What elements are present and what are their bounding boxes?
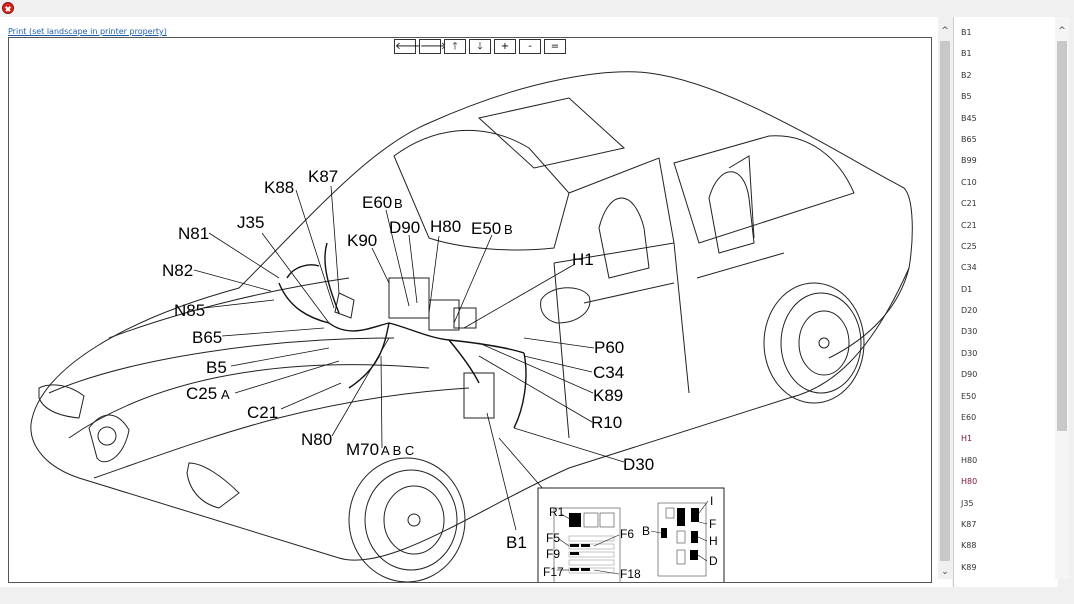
label-H1[interactable]: H1: [572, 250, 594, 269]
label-J35[interactable]: J35: [237, 213, 264, 232]
diagram-panel: Print (set landscape in printer property…: [0, 17, 952, 587]
fuse-label-R1: R1: [549, 505, 565, 519]
list-item[interactable]: D30: [961, 348, 978, 358]
list-item[interactable]: C10: [961, 177, 977, 187]
label-P60[interactable]: P60: [594, 338, 624, 357]
list-item[interactable]: C25: [961, 241, 977, 251]
zoom-in-button[interactable]: +: [494, 39, 516, 54]
label-E50-sub: B: [504, 222, 513, 237]
list-item[interactable]: K87: [961, 519, 977, 529]
list-item[interactable]: H80: [961, 455, 978, 465]
label-K88[interactable]: K88: [264, 178, 294, 197]
label-N82[interactable]: N82: [162, 261, 193, 280]
list-item[interactable]: B5: [961, 92, 972, 102]
list-item[interactable]: D30: [961, 327, 978, 337]
list-scroll-thumb[interactable]: [1057, 41, 1067, 431]
label-N81[interactable]: N81: [178, 224, 209, 243]
fuse-box-inset: R1 F5 F9 F17 F6 F18 B I F H D: [537, 487, 725, 582]
pan-right-button[interactable]: 🡒: [419, 39, 447, 54]
pan-down-button[interactable]: 🡓: [469, 39, 491, 54]
fuse-label-H: H: [709, 534, 718, 548]
navigation-toolbar: 🡐🡒🡑🡓+-=: [394, 39, 569, 54]
list-item[interactable]: D90: [961, 370, 978, 380]
fuse-label-F6: F6: [620, 527, 634, 541]
scroll-thumb[interactable]: [940, 41, 950, 561]
label-B65[interactable]: B65: [192, 328, 222, 347]
title-bar: [0, 0, 1074, 17]
list-item[interactable]: B1: [961, 28, 972, 37]
list-item[interactable]: C21: [961, 199, 977, 209]
list-item[interactable]: B1: [961, 49, 972, 59]
label-K89[interactable]: K89: [593, 386, 623, 405]
list-item[interactable]: E60: [961, 413, 977, 423]
list-item[interactable]: H1: [961, 434, 973, 444]
label-C34[interactable]: C34: [593, 363, 624, 382]
list-item[interactable]: E50: [961, 391, 977, 401]
list-item[interactable]: C21: [961, 220, 977, 230]
label-M70-sub: A B C: [381, 443, 414, 458]
scroll-up-icon[interactable]: ^: [941, 26, 949, 36]
diagram-scrollbar[interactable]: ^ ⌄: [938, 17, 952, 579]
scroll-down-icon[interactable]: ⌄: [941, 567, 949, 577]
leader-lines: [193, 185, 625, 531]
label-H80[interactable]: H80: [430, 217, 461, 236]
list-item[interactable]: B45: [961, 113, 977, 123]
fuse-label-I: I: [710, 494, 713, 508]
pan-up-button[interactable]: 🡑: [444, 39, 466, 54]
list-scroll-up-icon[interactable]: ^: [1058, 26, 1066, 36]
fuse-label-F17: F17: [543, 565, 564, 579]
zoom-out-button[interactable]: -: [519, 39, 541, 54]
label-R10[interactable]: R10: [591, 413, 622, 432]
label-K90[interactable]: K90: [347, 231, 377, 250]
label-E50[interactable]: E50: [471, 219, 501, 238]
label-N80[interactable]: N80: [301, 430, 332, 449]
label-C25[interactable]: C25: [186, 384, 217, 403]
fuse-label-F: F: [709, 517, 716, 531]
close-icon[interactable]: [2, 2, 14, 14]
pan-left-button[interactable]: 🡐: [394, 39, 422, 54]
diagram-canvas[interactable]: N81 N82 N85 B65 B5 C25 A C21 N80 M70 A B…: [8, 37, 932, 583]
label-C21[interactable]: C21: [247, 403, 278, 422]
label-N85[interactable]: N85: [174, 301, 205, 320]
status-bar: [0, 587, 1074, 604]
label-C25-sub: A: [221, 387, 230, 402]
label-M70[interactable]: M70: [346, 440, 379, 459]
label-B1[interactable]: B1: [506, 533, 527, 552]
label-E60-sub: B: [394, 196, 403, 211]
wiring-harness: [278, 242, 527, 429]
fuse-label-F18: F18: [620, 567, 641, 581]
label-D30[interactable]: D30: [623, 455, 654, 474]
fuse-label-F5: F5: [546, 531, 560, 545]
car-wiring-diagram: N81 N82 N85 B65 B5 C25 A C21 N80 M70 A B…: [30, 71, 913, 582]
list-item[interactable]: D20: [961, 306, 978, 316]
list-item[interactable]: B99: [961, 156, 977, 166]
zoom-reset-button[interactable]: =: [544, 39, 566, 54]
list-scrollbar[interactable]: ^: [1055, 17, 1069, 579]
list-item[interactable]: B2: [961, 70, 972, 80]
fuse-label-B: B: [642, 524, 650, 538]
list-item[interactable]: H80: [961, 477, 978, 487]
list-item[interactable]: D1: [961, 284, 973, 294]
component-labels: N81 N82 N85 B65 B5 C25 A C21 N80 M70 A B…: [162, 167, 654, 552]
list-item[interactable]: B65: [961, 134, 977, 144]
label-E60[interactable]: E60: [362, 193, 392, 212]
list-item[interactable]: K89: [961, 562, 977, 572]
label-D90[interactable]: D90: [389, 218, 420, 237]
list-item[interactable]: C34: [961, 263, 977, 273]
fuse-label-F9: F9: [546, 547, 560, 561]
list-item[interactable]: K88: [961, 541, 977, 551]
print-link[interactable]: Print (set landscape in printer property…: [8, 27, 167, 36]
label-B5[interactable]: B5: [206, 358, 227, 377]
car-outline: [30, 71, 913, 582]
list-item[interactable]: J35: [961, 498, 974, 508]
fuse-label-D: D: [709, 554, 718, 568]
label-K87[interactable]: K87: [308, 167, 338, 186]
